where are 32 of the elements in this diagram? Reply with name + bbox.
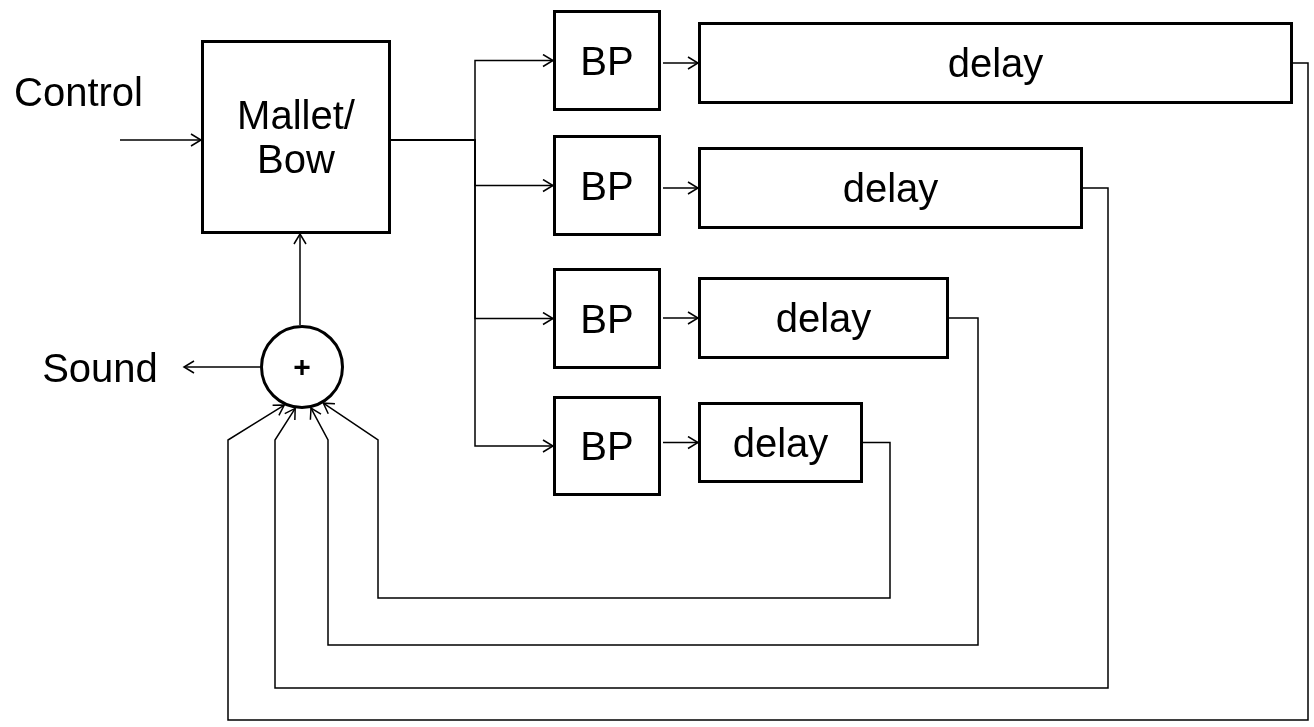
process-box	[553, 10, 661, 111]
box-label: BP	[580, 424, 634, 468]
arrow	[183, 360, 261, 374]
box-label: Mallet/ Bow	[236, 93, 356, 181]
box-label: delay	[732, 420, 829, 465]
arrow	[119, 133, 202, 147]
feedback-arrow	[309, 317, 979, 646]
feedback-arrow	[274, 187, 1109, 689]
box-label: BP	[580, 296, 634, 341]
arrow	[662, 435, 699, 450]
process-box	[553, 396, 661, 496]
box-label: delay	[842, 166, 939, 210]
arrow	[662, 181, 699, 195]
box-label: delay	[947, 41, 1044, 85]
process-box	[553, 135, 661, 236]
process-box	[698, 147, 1083, 229]
signal-label: Sound	[42, 346, 158, 390]
box-label: delay	[775, 296, 872, 340]
arrow	[662, 56, 699, 70]
box-label: BP	[580, 38, 634, 83]
process-box	[201, 40, 391, 234]
process-box	[698, 22, 1293, 104]
feedback-arrow	[322, 402, 891, 599]
plus-sign: +	[293, 349, 311, 385]
process-box	[698, 277, 949, 359]
arrow	[662, 311, 699, 325]
box-label: BP	[580, 163, 634, 208]
signal-label: Control	[14, 70, 143, 114]
feedback-arrow	[227, 62, 1309, 721]
arrow	[293, 233, 307, 326]
process-box	[698, 402, 863, 483]
process-box	[553, 268, 661, 369]
